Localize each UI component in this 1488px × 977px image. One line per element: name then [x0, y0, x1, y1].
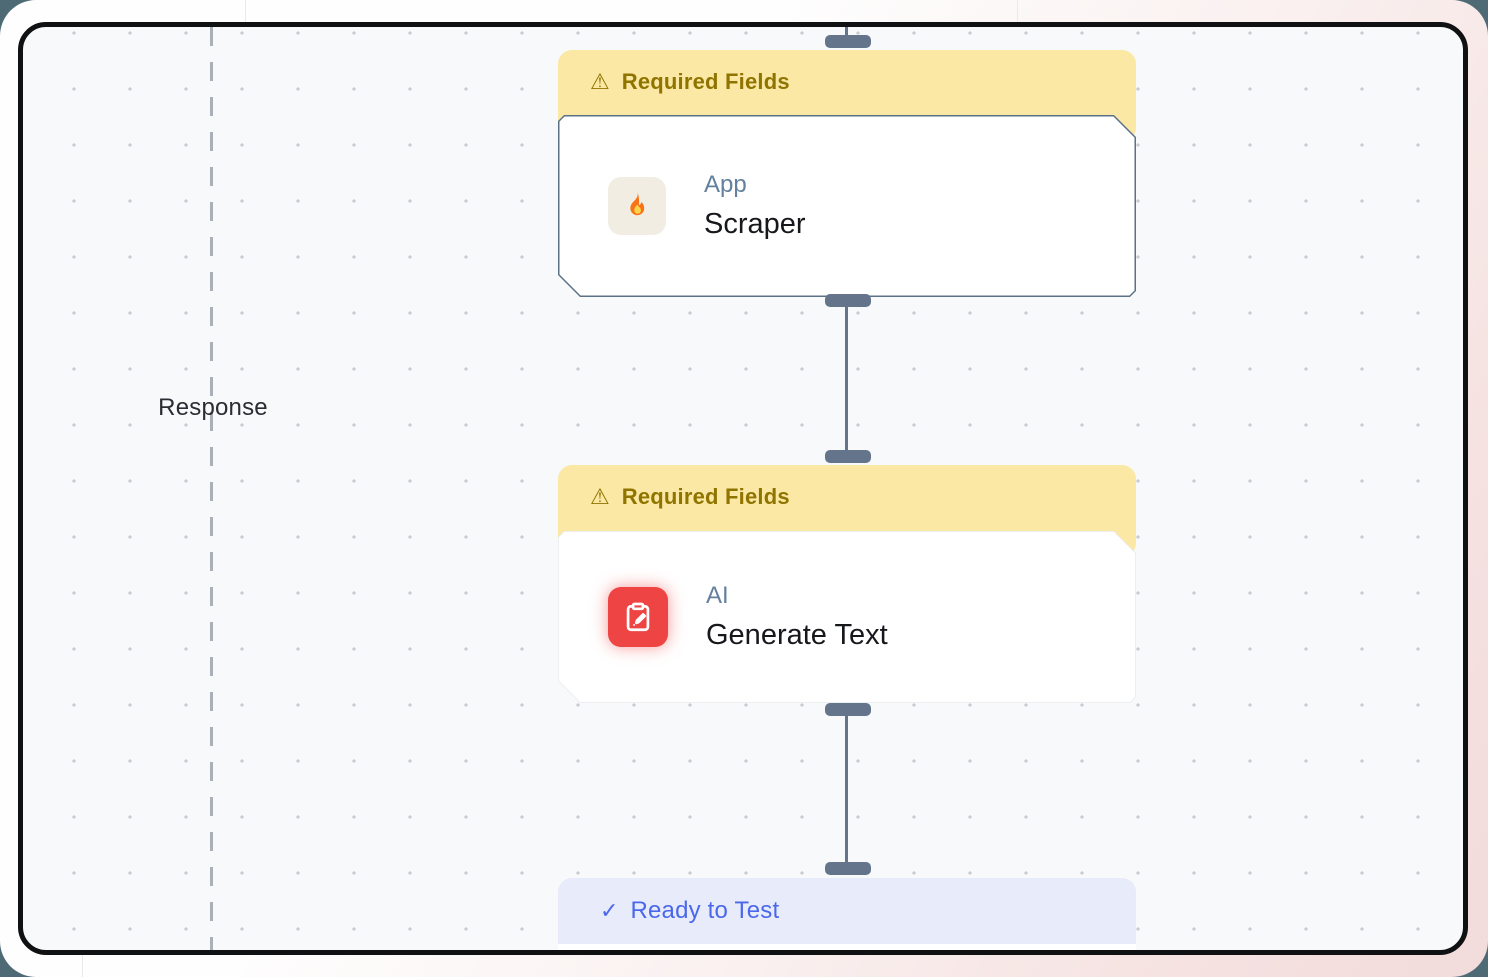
scraper-output-handle[interactable] [825, 294, 871, 307]
node-ready-to-test[interactable]: ✓ Ready to Test [558, 878, 1136, 950]
background-grid-line [1017, 0, 1018, 23]
ready-status-label: Ready to Test [630, 897, 780, 924]
flame-icon [608, 177, 666, 235]
background-grid-line [245, 0, 246, 23]
ready-node-body[interactable] [558, 944, 1136, 950]
generate-text-category-label: AI [706, 582, 729, 609]
generate-text-input-handle[interactable] [825, 450, 871, 463]
edge-scraper-to-generate [845, 302, 848, 455]
response-divider-line [210, 27, 213, 950]
ready-node-input-handle[interactable] [825, 862, 871, 875]
scraper-category-label: App [704, 171, 747, 198]
generate-text-node-body[interactable]: AI Generate Text [558, 531, 1136, 703]
check-icon: ✓ [600, 898, 619, 923]
warning-icon: ⚠ [590, 484, 610, 509]
generate-text-title: Generate Text [706, 619, 888, 651]
node-scraper[interactable]: ⚠ Required Fields App [558, 50, 1136, 297]
generate-text-output-handle[interactable] [825, 703, 871, 716]
edge-generate-to-ready [845, 713, 848, 864]
workflow-canvas[interactable]: Response ⚠ Required Fields [18, 22, 1468, 955]
clipboard-pencil-icon [608, 587, 668, 647]
edge-incoming [845, 27, 848, 37]
node-generate-text[interactable]: ⚠ Required Fields [558, 465, 1136, 703]
ready-status-banner: ✓ Ready to Test [558, 878, 1136, 944]
background-grid-line [82, 953, 83, 977]
scraper-input-handle[interactable] [825, 35, 871, 48]
warning-icon: ⚠ [590, 69, 610, 94]
scraper-title: Scraper [704, 208, 806, 240]
scraper-status-label: Required Fields [621, 69, 790, 94]
response-divider-label: Response [158, 394, 268, 421]
scraper-node-body[interactable]: App Scraper [558, 115, 1136, 297]
generate-text-status-label: Required Fields [621, 484, 790, 509]
